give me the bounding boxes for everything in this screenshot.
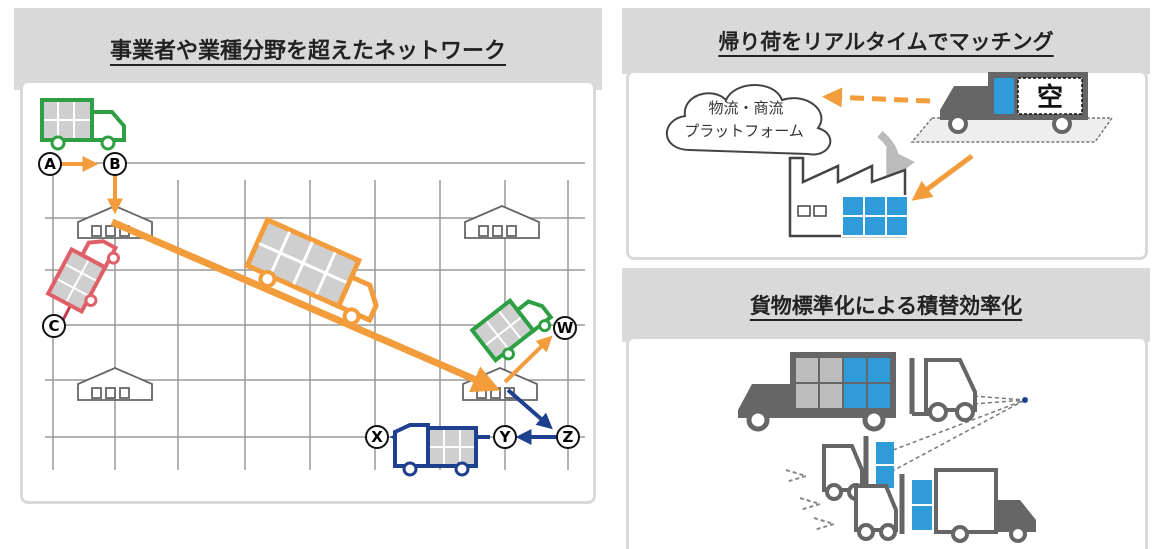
sensor-point bbox=[1022, 397, 1028, 403]
delivery-arrow bbox=[911, 153, 974, 201]
cloud-icon: 物流・商流 プラットフォーム bbox=[665, 84, 832, 156]
svg-text:C: C bbox=[48, 317, 59, 335]
green-truck-icon bbox=[469, 297, 554, 363]
warehouse-icon bbox=[77, 367, 153, 401]
svg-text:B: B bbox=[109, 155, 120, 173]
warehouse-icon bbox=[464, 205, 540, 239]
match-arrow bbox=[877, 130, 915, 184]
node-a: A bbox=[38, 152, 62, 176]
network-panel-title: 事業者や業種分野を超えたネットワーク bbox=[109, 39, 506, 64]
blue-truck-icon bbox=[393, 423, 478, 477]
svg-text:空: 空 bbox=[1037, 82, 1063, 113]
green-truck-icon bbox=[40, 98, 126, 151]
orange-truck-icon bbox=[243, 216, 379, 326]
svg-text:プラットフォーム: プラットフォーム bbox=[684, 122, 804, 140]
matching-panel-header: 帰り荷をリアルタイムでマッチング bbox=[622, 8, 1150, 74]
svg-text:物流・商流: 物流・商流 bbox=[708, 99, 783, 117]
svg-text:W: W bbox=[557, 319, 574, 337]
route-to-z-arrow bbox=[506, 388, 553, 430]
network-panel: 事業者や業種分野を超えたネットワーク bbox=[14, 8, 602, 508]
svg-text:Z: Z bbox=[563, 428, 574, 446]
forklift-icon bbox=[854, 474, 932, 541]
node-x: X bbox=[365, 425, 389, 449]
matching-panel-title: 帰り荷をリアルタイムでマッチング bbox=[718, 30, 1054, 54]
truck-icon bbox=[738, 352, 896, 432]
route-main-arrow bbox=[110, 218, 501, 393]
node-c: C bbox=[42, 314, 66, 338]
standardization-panel-title: 貨物標準化による積替効率化 bbox=[749, 294, 1023, 318]
node-w: W bbox=[553, 316, 577, 340]
forklift-icon bbox=[909, 358, 977, 422]
standardization-panel-header: 貨物標準化による積替効率化 bbox=[622, 268, 1150, 342]
truck-icon bbox=[934, 468, 1036, 543]
svg-text:X: X bbox=[371, 428, 383, 446]
request-arrow bbox=[822, 87, 931, 108]
svg-text:A: A bbox=[44, 155, 56, 173]
svg-text:Y: Y bbox=[499, 428, 512, 446]
red-truck-icon bbox=[45, 239, 120, 315]
network-panel-header: 事業者や業種分野を超えたネットワーク bbox=[14, 8, 602, 90]
empty-truck-icon: 空 bbox=[940, 72, 1088, 134]
node-z: Z bbox=[556, 425, 580, 449]
node-b: B bbox=[103, 152, 127, 176]
route-to-w-arrow bbox=[503, 335, 553, 384]
cargo-icon bbox=[841, 195, 909, 237]
node-y: Y bbox=[493, 425, 517, 449]
